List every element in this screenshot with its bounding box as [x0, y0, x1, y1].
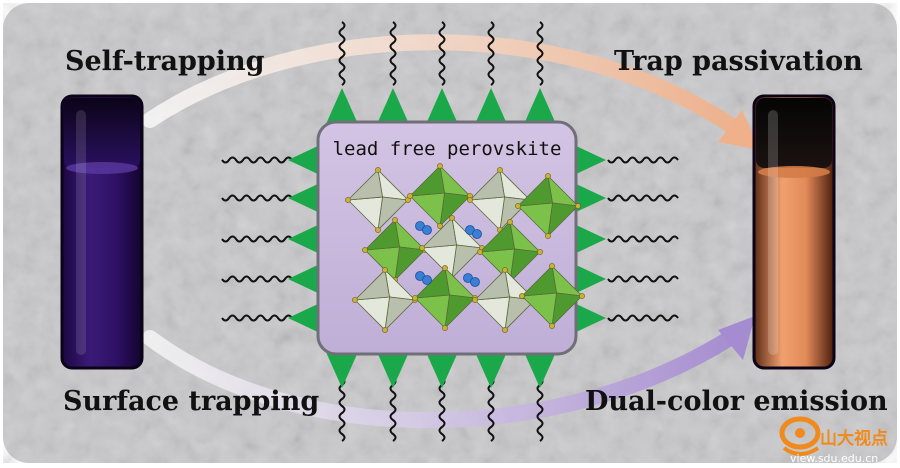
ligand-head-right — [574, 183, 606, 213]
ligand-head-right — [574, 303, 606, 333]
ligand-head-bottom — [426, 352, 458, 388]
ligand-head-bottom — [377, 352, 409, 388]
ligand-chain-bottom — [536, 377, 544, 442]
ligand-head-left — [288, 145, 320, 175]
left-vial — [60, 94, 144, 370]
ligand-head-left — [288, 303, 320, 333]
octahedron-green — [515, 173, 581, 239]
octahedron-green — [407, 163, 473, 229]
ligand-head-left — [288, 224, 320, 254]
ligand-chain-bottom — [487, 377, 495, 442]
ligand-chain-top — [389, 21, 397, 86]
top-arrow — [142, 34, 760, 150]
ligand-chain-left — [221, 156, 293, 164]
octahedron-grey — [352, 267, 418, 333]
cation-sphere — [470, 277, 480, 287]
ligand-head-bottom — [524, 352, 556, 388]
ligand-chain-right — [607, 194, 679, 202]
ligand-chains — [221, 21, 679, 442]
center-title: lead free perovskite — [333, 138, 562, 160]
ligand-head-left — [288, 264, 320, 294]
watermark-logo-icon — [779, 416, 821, 456]
octahedron-grey — [419, 215, 485, 281]
ligand-chain-left — [221, 314, 293, 322]
ligand-head-top — [475, 88, 507, 124]
ligand-head-bottom — [475, 352, 507, 388]
ligand-head-right — [574, 264, 606, 294]
ligand-chain-bottom — [389, 377, 397, 442]
perovskite-core: lead free perovskite — [316, 120, 585, 356]
ligand-head-top — [326, 88, 358, 124]
watermark-url: view.sdu.edu.cn — [790, 452, 878, 465]
watermark: 山大视点 view.sdu.edu.cn — [779, 416, 888, 465]
label-dual-color-emission: Dual-color emission — [585, 386, 888, 417]
ligand-head-top — [524, 88, 556, 124]
label-self-trapping: Self-trapping — [65, 46, 265, 77]
ligand-chain-top — [338, 21, 346, 86]
ligand-head-top — [377, 88, 409, 124]
crystal-structure — [345, 163, 585, 333]
ligand-chain-left — [221, 235, 293, 243]
ligand-chain-top — [487, 21, 495, 86]
cation-sphere — [422, 275, 432, 285]
cation-sphere — [472, 229, 482, 239]
watermark-brand: 山大视点 — [820, 428, 888, 449]
ligand-chain-bottom — [338, 377, 346, 442]
label-surface-trapping: Surface trapping — [63, 386, 319, 417]
bottom-arrow — [142, 316, 755, 429]
ligand-head-right — [574, 224, 606, 254]
ligand-chain-right — [607, 156, 679, 164]
label-trap-passivation: Trap passivation — [614, 46, 863, 77]
ligand-chain-left — [221, 194, 293, 202]
ligand-chain-right — [607, 275, 679, 283]
cation-sphere — [422, 225, 432, 235]
ligand-chain-bottom — [438, 377, 446, 442]
octahedron-green — [362, 217, 428, 283]
octahedron-grey — [345, 167, 411, 233]
octahedron-green — [519, 263, 585, 329]
right-vial — [752, 94, 836, 370]
ligand-head-bottom — [326, 352, 358, 388]
ligand-chain-right — [607, 235, 679, 243]
ligand-chain-top — [536, 21, 544, 86]
ligand-head-top — [426, 88, 458, 124]
ligand-head-right — [574, 145, 606, 175]
ligand-chain-right — [607, 314, 679, 322]
ligand-chain-left — [221, 275, 293, 283]
ligand-chain-top — [438, 21, 446, 86]
ligand-head-left — [288, 183, 320, 213]
